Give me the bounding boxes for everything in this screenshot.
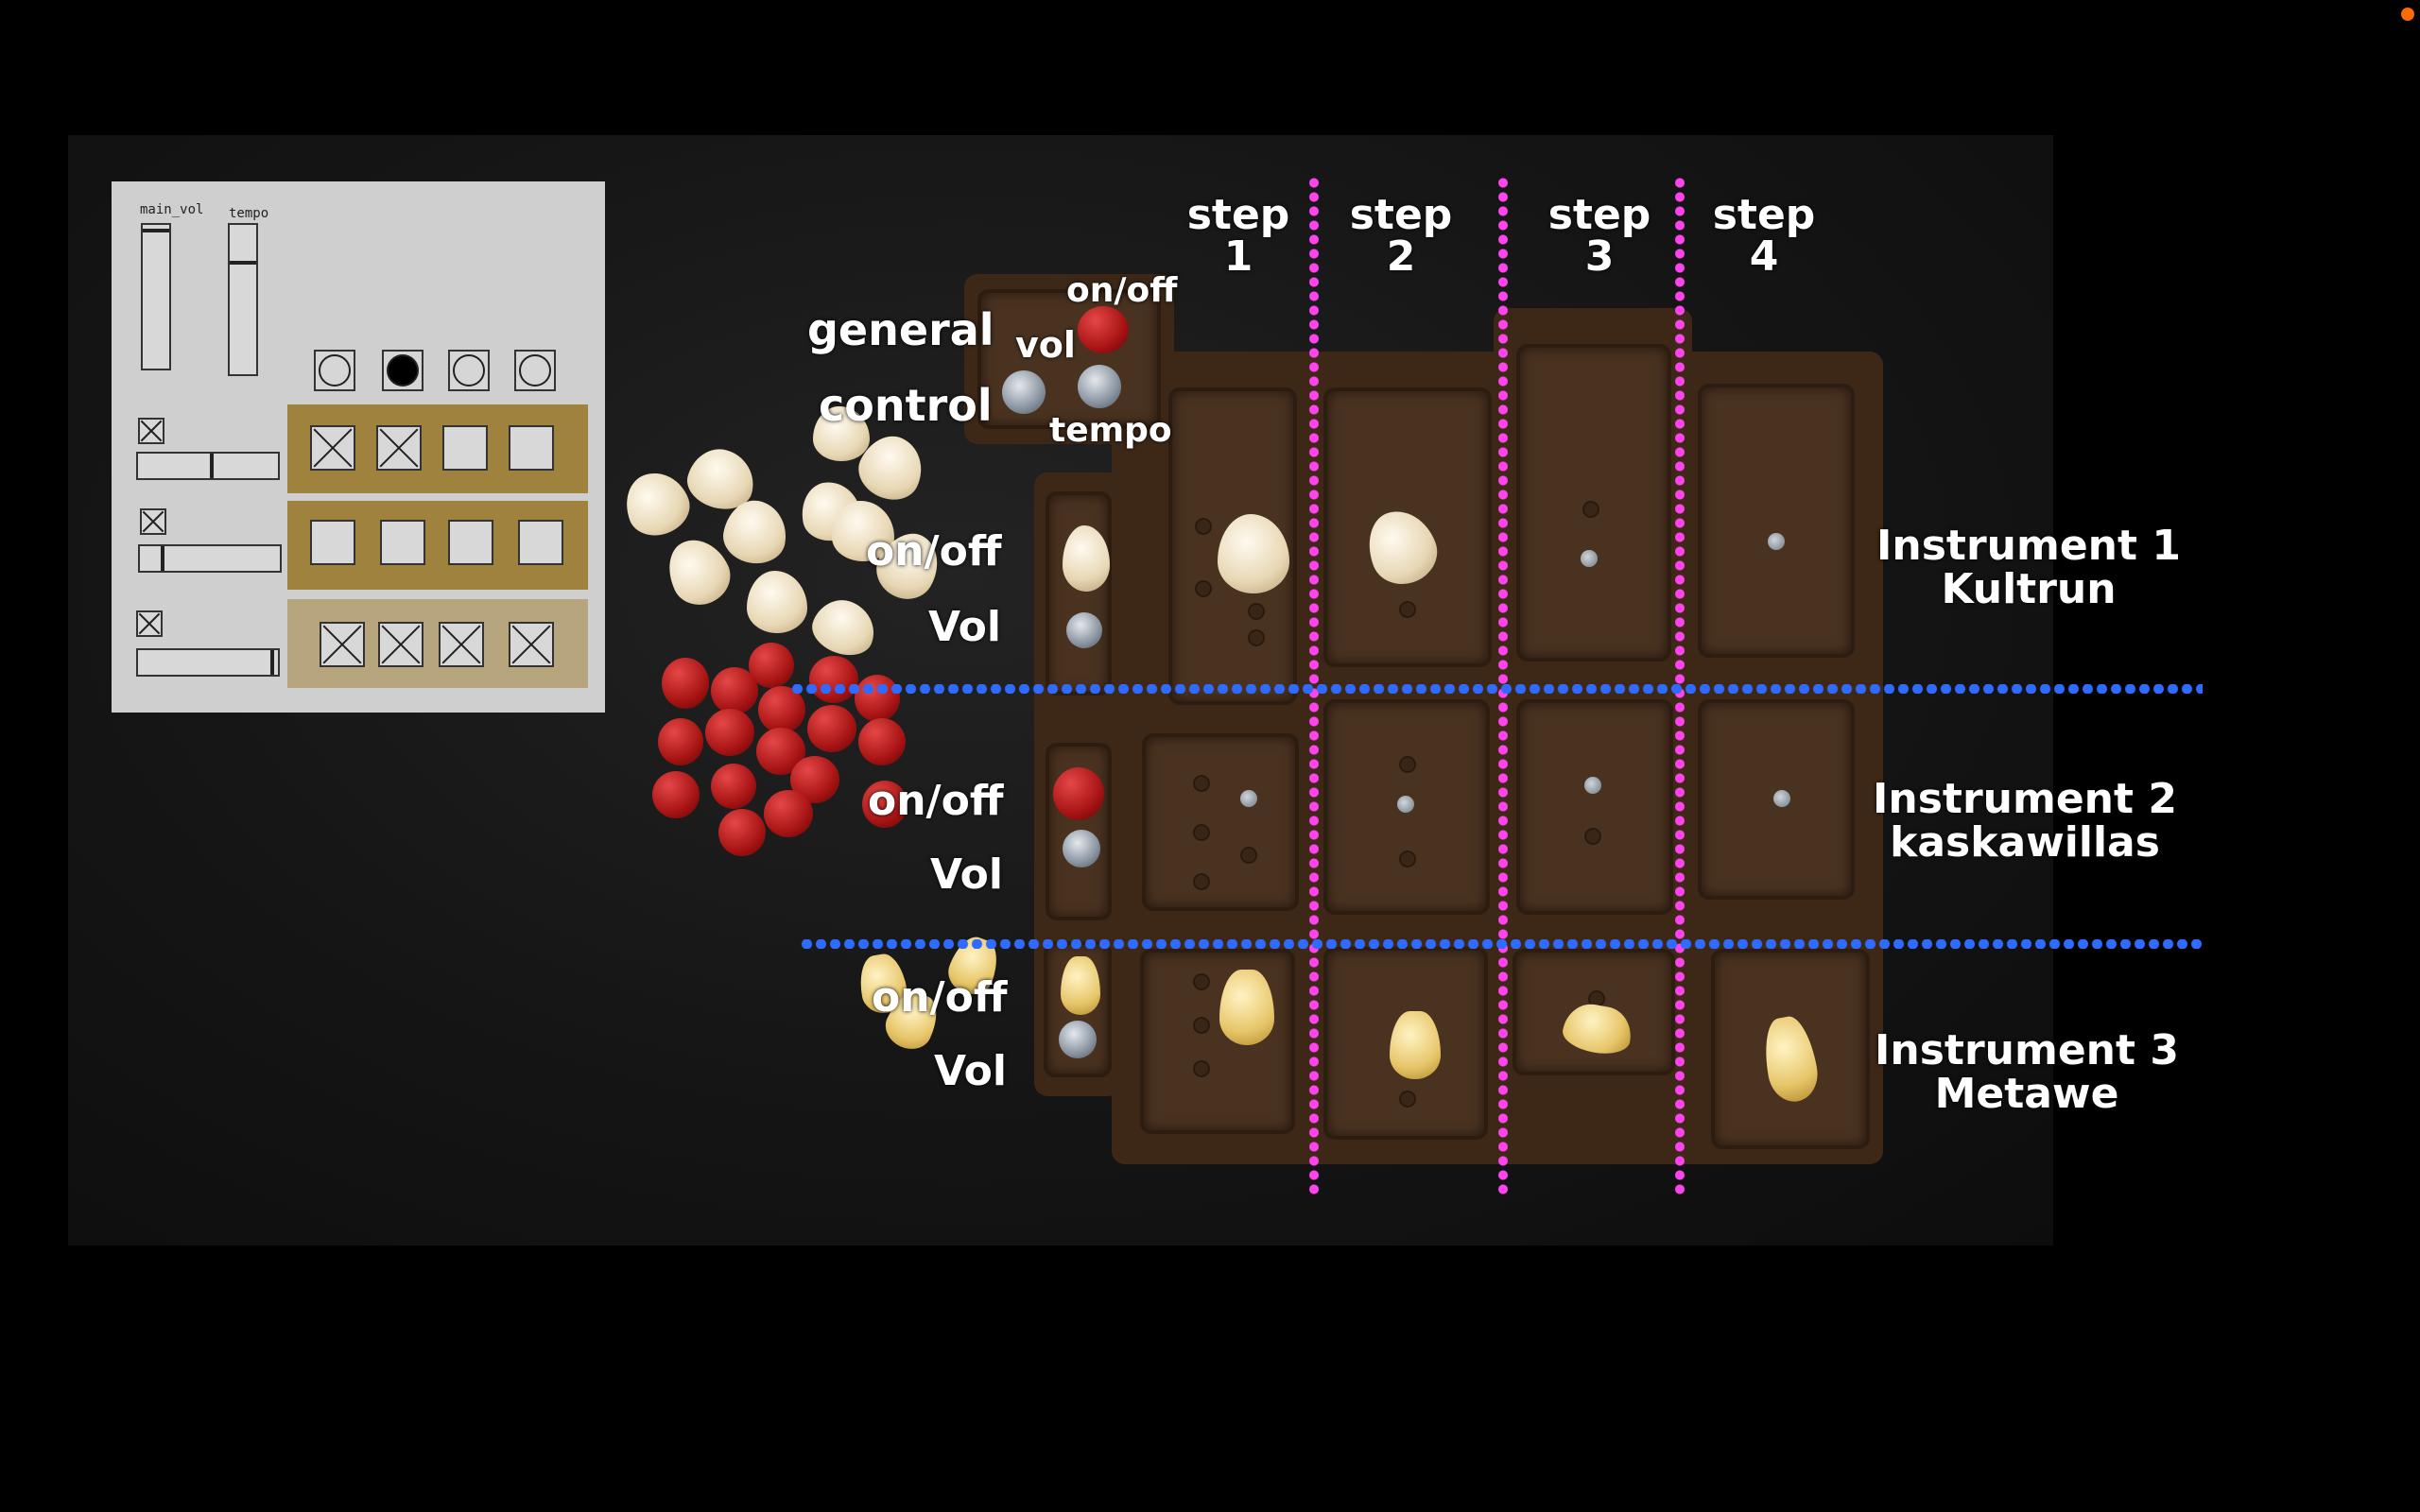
seed-i1-s1	[1218, 514, 1289, 593]
main-vol-slider-knob[interactable]	[143, 229, 169, 232]
inst3-vol-slider[interactable]	[136, 648, 280, 677]
general-label: general	[807, 304, 994, 355]
inst1-on-toggle[interactable]	[138, 418, 164, 444]
inst2-step1-toggle[interactable]	[310, 520, 355, 565]
inst2-on-toggle[interactable]	[140, 508, 166, 535]
inst1-vol-knob[interactable]	[1066, 612, 1102, 648]
general-onoff-seed	[1078, 306, 1129, 353]
inst2-step3-toggle[interactable]	[448, 520, 493, 565]
inst1-vol-label: Vol	[928, 603, 1001, 651]
seed-i3-s2	[1390, 1011, 1441, 1079]
pd-patch-panel: main_vol tempo	[112, 181, 605, 713]
cell-i1-s4[interactable]	[1698, 384, 1855, 658]
cell-i2-s2[interactable]	[1323, 699, 1490, 915]
cell-i3-s4[interactable]	[1711, 949, 1870, 1149]
inst3-vol-knob[interactable]	[1059, 1021, 1097, 1058]
inst1-step2-toggle[interactable]	[376, 425, 422, 471]
step-bang-1[interactable]	[314, 350, 355, 391]
inst3-step3-toggle[interactable]	[439, 622, 484, 667]
tempo-slider-knob[interactable]	[230, 261, 256, 265]
inst1-step1-toggle[interactable]	[310, 425, 355, 471]
inst3-onoff-seed	[1061, 956, 1100, 1015]
general-vol-knob[interactable]	[1002, 370, 1046, 414]
status-indicator	[2401, 8, 2414, 21]
general-onoff-label: on/off	[1066, 271, 1178, 310]
cell-i2-s3[interactable]	[1516, 699, 1673, 915]
instrument-divider-2	[800, 939, 2203, 949]
step-bang-2[interactable]	[382, 350, 424, 391]
cell-i3-s1[interactable]	[1140, 949, 1295, 1134]
step-bang-3[interactable]	[448, 350, 490, 391]
inst3-on-toggle[interactable]	[136, 610, 163, 637]
inst1-step4-toggle[interactable]	[509, 425, 554, 471]
inst3-vol-label: Vol	[934, 1047, 1007, 1095]
step-bang-4[interactable]	[514, 350, 556, 391]
seed-i3-s1	[1219, 970, 1274, 1045]
inst2-vol-label: Vol	[930, 850, 1003, 899]
inst1-vol-slider[interactable]	[136, 452, 280, 480]
inst1-step3-toggle[interactable]	[442, 425, 488, 471]
general-tempo-label: tempo	[1049, 411, 1172, 450]
inst1-onoff-label: on/off	[866, 527, 1002, 576]
inst2-onoff-seed	[1053, 767, 1104, 820]
inst3-onoff-label: on/off	[872, 973, 1008, 1022]
inst3-step-row	[287, 599, 588, 688]
inst2-step-row	[287, 501, 588, 590]
inst3-step1-toggle[interactable]	[320, 622, 365, 667]
inst2-onoff-label: on/off	[868, 777, 1004, 825]
inst2-vol-knob[interactable]	[1063, 830, 1100, 868]
main-vol-slider[interactable]	[141, 223, 171, 370]
inst1-step-row	[287, 404, 588, 493]
inst2-vol-slider[interactable]	[138, 544, 282, 573]
main-vol-label: main_vol	[140, 202, 204, 217]
tempo-label: tempo	[229, 206, 269, 221]
general-vol-label: vol	[1015, 324, 1076, 366]
inst1-onoff-seed	[1063, 525, 1110, 592]
inst3-step2-toggle[interactable]	[378, 622, 424, 667]
instrument-divider-1	[790, 684, 2203, 694]
inst2-step2-toggle[interactable]	[380, 520, 425, 565]
general-tempo-knob[interactable]	[1078, 365, 1121, 408]
tempo-slider[interactable]	[228, 223, 258, 376]
inst3-step4-toggle[interactable]	[509, 622, 554, 667]
cell-i2-s1[interactable]	[1142, 733, 1299, 911]
control-label: control	[819, 380, 993, 431]
inst2-step4-toggle[interactable]	[518, 520, 563, 565]
